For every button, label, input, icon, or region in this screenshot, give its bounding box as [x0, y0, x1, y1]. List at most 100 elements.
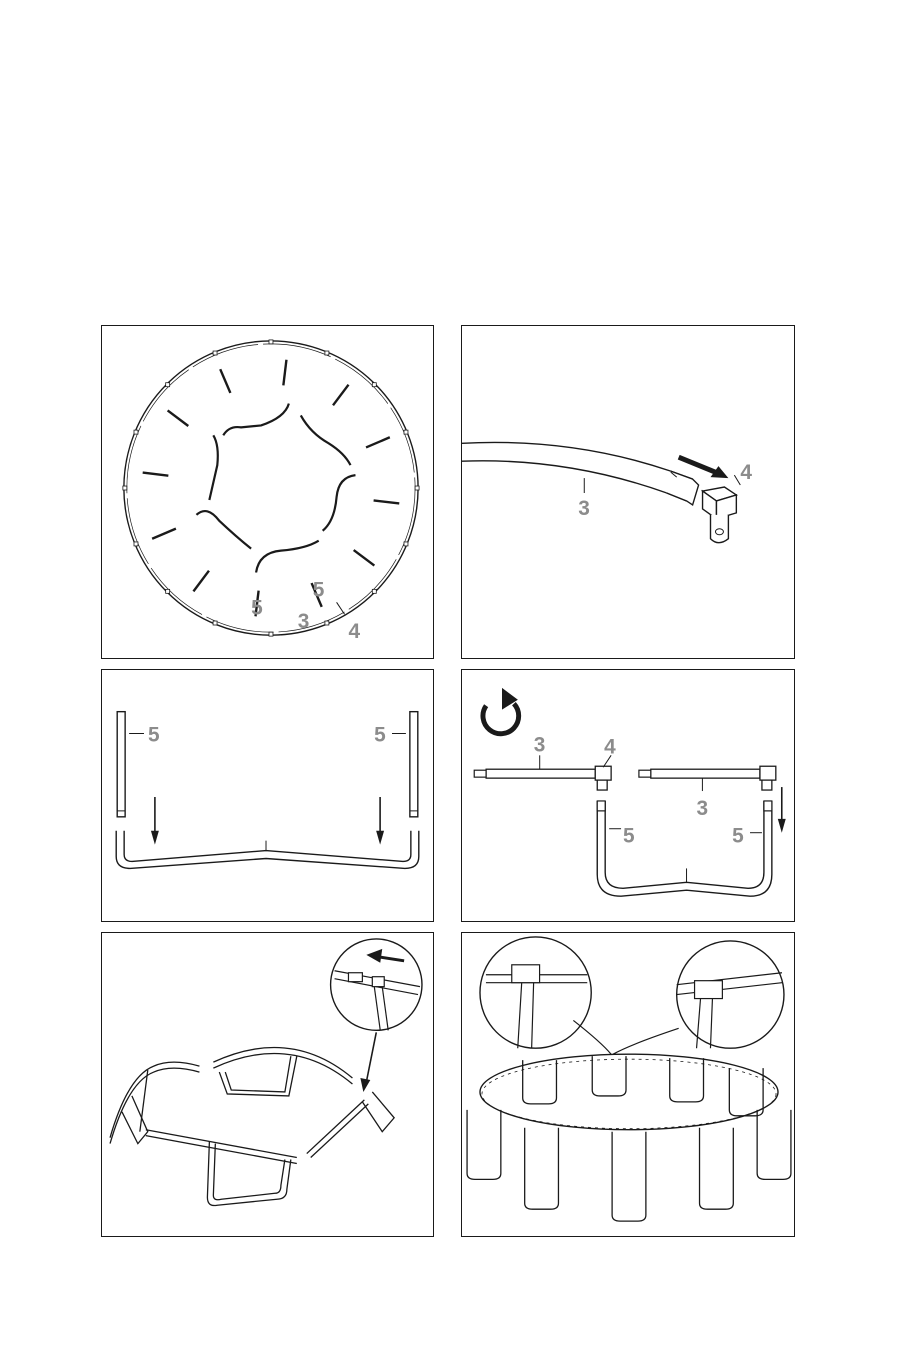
u-leg	[757, 1110, 791, 1180]
arrow-head-icon	[360, 1078, 370, 1092]
connector-mark	[213, 621, 217, 625]
step-2-connector-panel: 4 3	[461, 325, 795, 659]
leg-piece	[168, 410, 189, 426]
step-5-frame-sections-panel	[101, 932, 434, 1237]
connector-mark	[134, 430, 138, 434]
arrow-head-icon	[151, 831, 159, 845]
step-1-overview-panel: 5 5 3 4	[101, 325, 434, 659]
label-rail-right: 3	[696, 797, 708, 820]
u-leg-outer	[116, 831, 419, 869]
connector-mark	[213, 351, 217, 355]
label-leg-right: 5	[374, 723, 386, 746]
u-leg	[301, 415, 351, 465]
label-leg-right: 5	[732, 825, 744, 848]
t-connector-right	[760, 766, 776, 780]
zoom-pointer-right	[613, 1028, 679, 1054]
u-leg	[700, 1128, 734, 1209]
arrow-head-icon	[376, 831, 384, 845]
leg-right-top	[764, 801, 772, 811]
leg-piece	[366, 437, 390, 447]
detail-zoom-circle-right	[677, 941, 784, 1048]
frame-sections-diagram	[102, 933, 433, 1236]
connector-mark	[325, 621, 329, 625]
u-legs-layout	[196, 404, 355, 573]
connector-mark	[166, 589, 170, 593]
u-leg	[729, 1068, 763, 1116]
zoom-connector	[695, 981, 723, 999]
connector-mark	[166, 383, 170, 387]
rail-left	[486, 769, 595, 778]
u-legs	[467, 1056, 791, 1221]
leg-piece	[374, 500, 400, 503]
rotate-clockwise-icon	[483, 688, 519, 734]
frame-spring-marks	[482, 1059, 776, 1129]
label-leg-right: 5	[313, 578, 325, 601]
leg-piece	[143, 473, 169, 476]
connector-mark	[404, 542, 408, 546]
connector-mark	[372, 383, 376, 387]
legs-layout	[123, 340, 419, 636]
leg-piece	[283, 360, 286, 386]
leg-piece	[220, 369, 230, 393]
label-rail: 3	[578, 497, 590, 520]
rail-bottom-edge	[462, 461, 687, 501]
label-leg-left: 5	[148, 723, 160, 746]
leader-line	[337, 602, 345, 614]
u-leg	[592, 1056, 626, 1096]
detail-zoom-circle-left	[480, 937, 591, 1048]
label-leg-left: 5	[251, 596, 263, 619]
connector-mark	[134, 542, 138, 546]
rail-end	[667, 471, 699, 505]
label-rail-left: 3	[534, 733, 546, 756]
step-6-complete-frame-panel	[461, 932, 795, 1237]
u-leg	[612, 1132, 646, 1221]
connector-mark	[123, 486, 127, 490]
label-t-connector: 4	[604, 735, 616, 758]
frame-section-c	[146, 1130, 297, 1206]
step-4-assembly-panel: 3 4 3 5 5	[461, 669, 795, 922]
u-leg	[323, 475, 356, 531]
t-connector-right-socket	[762, 780, 772, 790]
complete-frame-diagram	[462, 933, 794, 1236]
label-leg-left: 5	[623, 825, 635, 848]
u-leg	[256, 541, 319, 573]
connector-mark	[415, 486, 419, 490]
zoom-rail-end	[348, 973, 362, 982]
step-3-legs-panel: 5 5	[101, 669, 434, 922]
legs-insert-diagram: 5 5	[102, 670, 433, 921]
frame-ring	[480, 1054, 778, 1130]
label-t-connector: 4	[349, 620, 361, 643]
arrow-head-icon	[778, 819, 786, 833]
frame-section-b	[213, 1048, 352, 1096]
frame-section-d	[307, 1092, 394, 1158]
rail-right	[651, 769, 760, 778]
rail-connector-diagram: 4 3	[462, 326, 794, 658]
rail-leg-assembly-diagram: 3 4 3 5 5	[462, 670, 794, 921]
connector-mark	[404, 430, 408, 434]
zoom-pointer-left	[573, 1020, 611, 1054]
u-leg	[525, 1128, 559, 1209]
u-leg-inner	[124, 831, 411, 862]
leg-right	[410, 712, 418, 817]
connector-mark	[269, 632, 273, 636]
leg-left-top	[597, 801, 605, 811]
u-leg	[670, 1058, 704, 1102]
zoom-connector	[512, 965, 540, 983]
leg-piece	[354, 550, 375, 566]
zoom-connector	[372, 977, 384, 987]
u-leg	[196, 511, 251, 549]
leg-piece	[152, 529, 176, 539]
connector-mark	[269, 340, 273, 344]
u-leg	[209, 435, 217, 500]
parts-layout-diagram: 5 5 3 4	[102, 326, 433, 658]
label-rail: 3	[298, 610, 310, 633]
u-leg	[523, 1060, 557, 1104]
frame-ring-inner	[127, 344, 415, 632]
leg-left	[117, 712, 125, 817]
u-leg	[223, 404, 289, 436]
leg-piece	[193, 571, 209, 592]
t-connector-left-socket	[597, 780, 607, 790]
leg-piece	[333, 385, 349, 406]
label-t-connector: 4	[740, 461, 752, 484]
connector-mark	[325, 351, 329, 355]
